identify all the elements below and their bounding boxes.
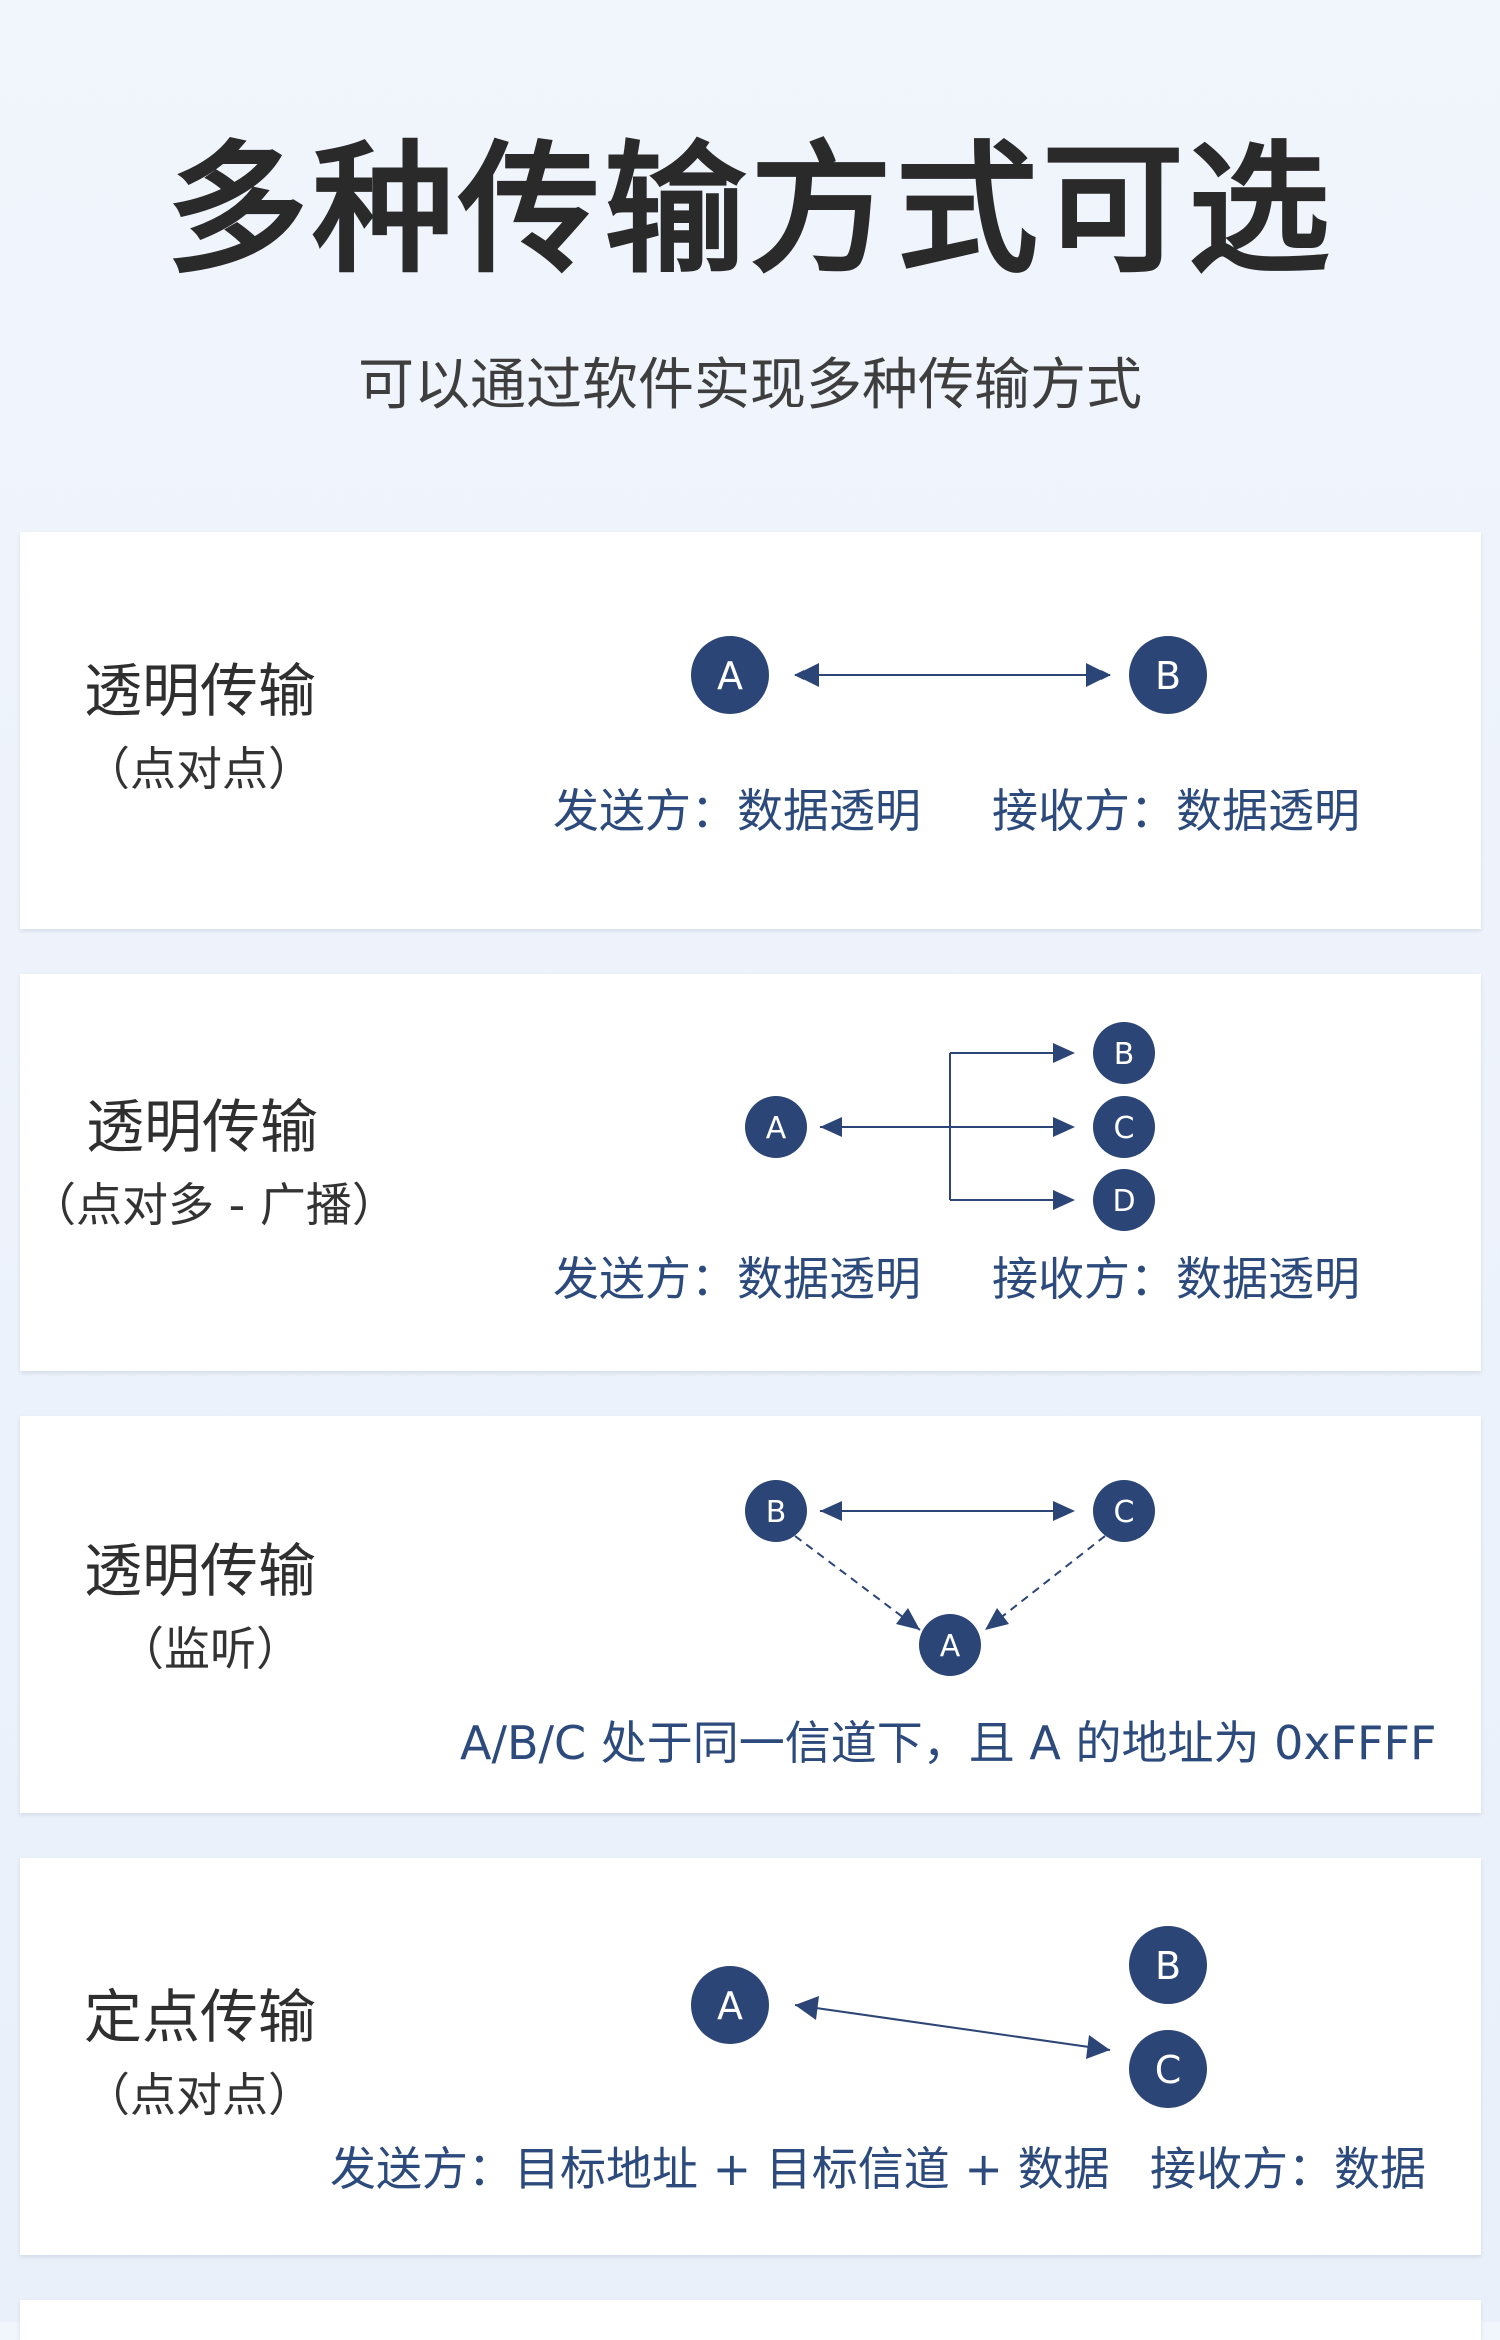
node-d-label: D (1112, 1184, 1135, 1219)
note-monitor: A/B/C 处于同一信道下，且 A 的地址为 0xFFFF (460, 1716, 1437, 1770)
card-title: 透明传输 (84, 657, 317, 725)
node-a (919, 1614, 981, 1676)
node-b (745, 1480, 807, 1542)
node-c-label: C (1114, 1495, 1135, 1530)
node-d (1093, 1169, 1155, 1231)
note-receiver: 接收方：数据 (1150, 2142, 1426, 2196)
link-a-c (794, 2004, 1111, 2051)
arrow-to-d (1053, 1190, 1075, 1210)
card-subtitle: （点对多 - 广播） (30, 1178, 398, 1232)
arrow-to-b (820, 1501, 842, 1521)
node-c (1129, 2030, 1207, 2108)
diagram-fixed: A B C (691, 1926, 1207, 2108)
arrow-to-c (1053, 1117, 1075, 1137)
arrow-to-c (1053, 1501, 1075, 1521)
note-receiver: 接收方：数据透明 (992, 784, 1360, 838)
note-sender: 发送方：目标地址 + 目标信道 + 数据 (330, 2142, 1110, 2196)
arrow-c-to-a (985, 1608, 1009, 1630)
card-title: 定点传输 (84, 1983, 317, 2051)
node-b (1129, 636, 1207, 714)
card-fixed-point: 定点传输 （点对点） A B C 发送方：目标地址 + 目标信道 + 数据 接收… (20, 1858, 1481, 2255)
node-b-label: B (1155, 1944, 1181, 1988)
page-subtitle: 可以通过软件实现多种传输方式 (358, 353, 1142, 418)
arrow-b-to-a (896, 1608, 920, 1630)
arrow-to-c (1086, 2035, 1110, 2059)
node-a-label: A (940, 1629, 961, 1664)
arrow-to-b (1053, 1043, 1075, 1063)
card-subtitle: （监听） (118, 1622, 302, 1676)
dashed-b-a (794, 1535, 921, 1631)
node-a-label: A (717, 1984, 743, 2028)
card-transparent-p2p: 透明传输 （点对点） A B 发送方：数据透明 接收方：数据透明 (20, 532, 1481, 929)
node-c (1093, 1096, 1155, 1158)
card-title: 透明传输 (84, 1537, 317, 1605)
node-b (1093, 1022, 1155, 1084)
node-c-label: C (1114, 1111, 1135, 1146)
card-transparent-broadcast: 透明传输 （点对多 - 广播） A B C D 发送方：数据透明 接收方：数据透… (20, 974, 1481, 1371)
arrow-to-a (795, 1996, 819, 2020)
note-sender: 发送方：数据透明 (553, 784, 921, 838)
page-title: 多种传输方式可选 (166, 128, 1334, 293)
node-b-label: B (1114, 1037, 1135, 1072)
node-a (745, 1096, 807, 1158)
arrow-right (1086, 663, 1110, 687)
node-b (1129, 1926, 1207, 2004)
node-b-label: B (766, 1495, 787, 1530)
node-c (1093, 1480, 1155, 1542)
card-next-partial (20, 2300, 1481, 2340)
note-receiver: 接收方：数据透明 (992, 1252, 1360, 1306)
arrow-left (795, 663, 819, 687)
node-b-label: B (1155, 654, 1181, 698)
diagram-broadcast: A B C D (745, 1022, 1155, 1231)
diagram-monitor: B C A (745, 1480, 1155, 1676)
arrow-to-a (820, 1117, 842, 1137)
card-transparent-monitor: 透明传输 （监听） B C A A/B/C 处于同一信道下，且 A 的地址为 0… (20, 1416, 1481, 1813)
node-c-label: C (1155, 2048, 1182, 2092)
card-subtitle: （点对点） (84, 2068, 314, 2122)
node-a-label: A (717, 654, 743, 698)
node-a-label: A (766, 1111, 787, 1146)
card-subtitle: （点对点） (84, 742, 314, 796)
note-sender: 发送方：数据透明 (553, 1252, 921, 1306)
diagram-p2p: A B (691, 636, 1207, 714)
dashed-c-a (984, 1535, 1106, 1631)
node-a (691, 1966, 769, 2044)
card-title: 透明传输 (86, 1093, 319, 1161)
node-a (691, 636, 769, 714)
